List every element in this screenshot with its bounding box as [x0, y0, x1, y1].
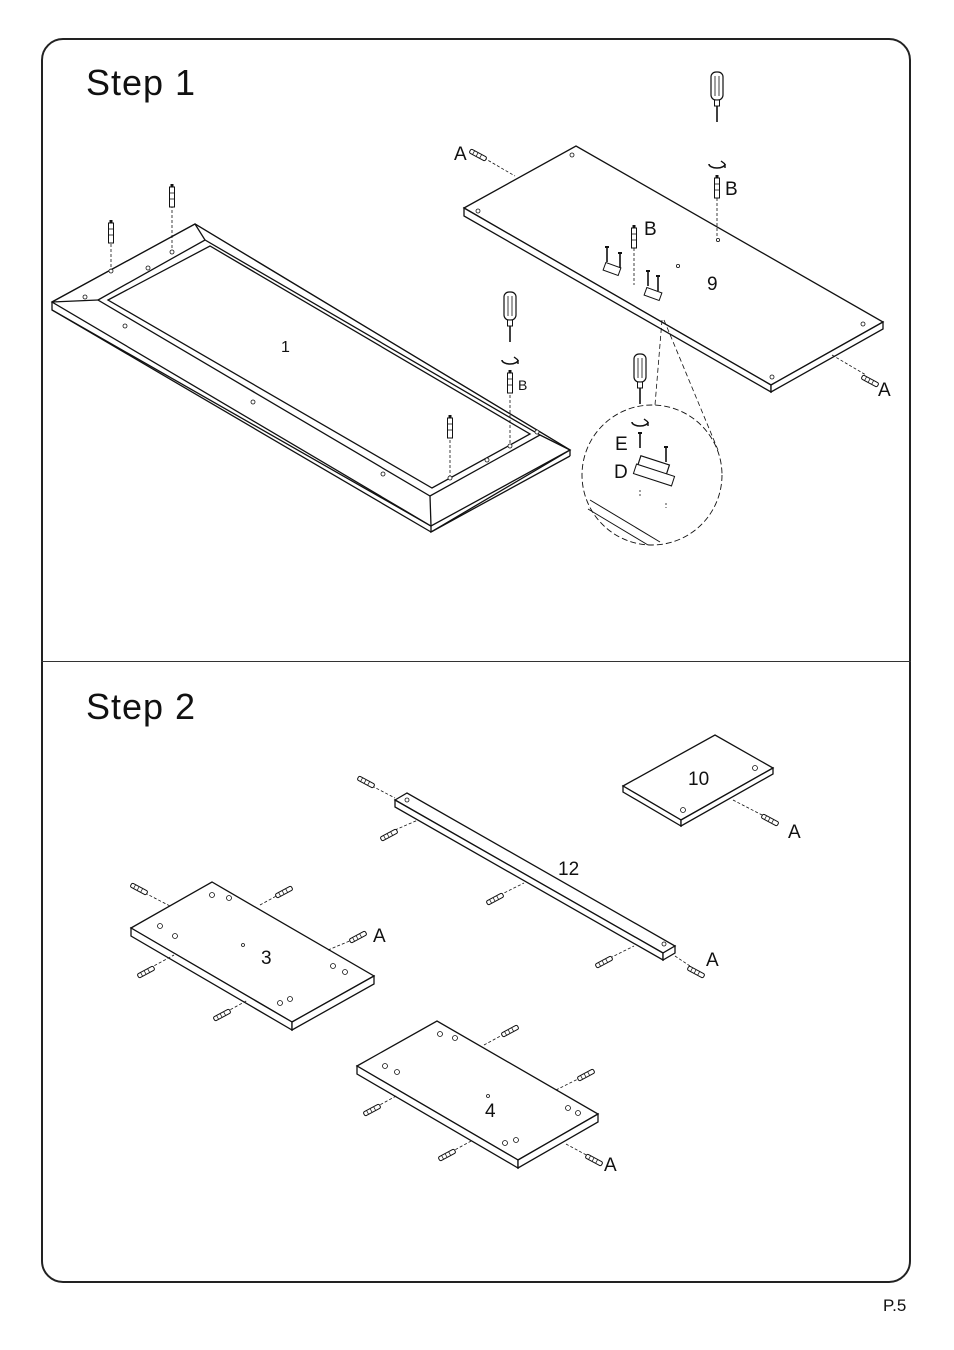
hw-a-4-label: A — [604, 1155, 617, 1176]
part-12-rail — [395, 793, 675, 960]
part-3-label: 3 — [261, 948, 272, 969]
part-1-frame-panel — [52, 224, 570, 532]
part-10-label: 10 — [688, 769, 709, 790]
hw-b-top-label: B — [725, 179, 738, 200]
part-3-panel — [131, 882, 374, 1030]
screwdriver-icon — [504, 292, 516, 342]
rotate-arrow-icon — [709, 161, 725, 168]
hw-d-label: D — [614, 462, 628, 483]
hw-a-12-label: A — [706, 950, 719, 971]
part-9-top-panel — [464, 146, 883, 392]
screwdriver-icon — [634, 354, 646, 404]
part-12-label: 12 — [558, 859, 579, 880]
rotate-arrow-icon — [632, 419, 648, 426]
part-9-label: 9 — [707, 274, 718, 295]
hw-b-mid-label: B — [644, 219, 657, 240]
screwdriver-icon — [711, 72, 723, 122]
detail-callout — [582, 320, 722, 545]
hw-a-top-label: A — [454, 144, 467, 165]
hw-a-3-label: A — [373, 926, 386, 947]
hw-a-right-label: A — [878, 380, 891, 401]
hw-b-left-label: B — [518, 377, 527, 393]
part-4-panel — [357, 1021, 598, 1168]
hw-e-label: E — [615, 434, 628, 455]
hw-a-10-label: A — [788, 822, 801, 843]
part-10-dowel — [733, 800, 779, 826]
rotate-arrow-icon — [502, 357, 518, 364]
part-4-label: 4 — [485, 1101, 496, 1122]
part-1-label: 1 — [281, 339, 290, 356]
